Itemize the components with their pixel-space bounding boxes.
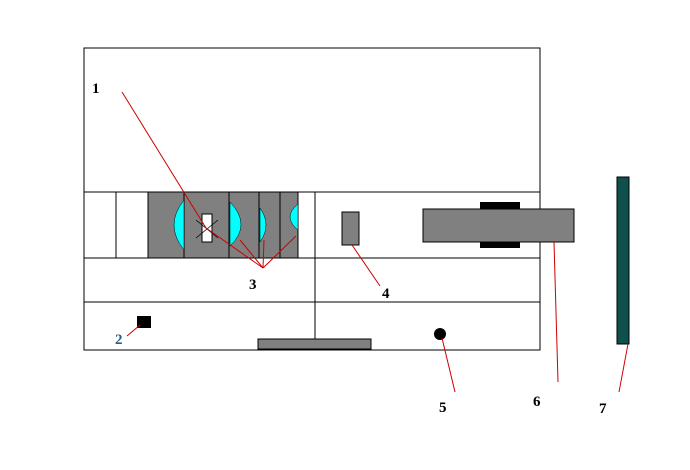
component-4-block [341,211,360,246]
callout-label-1: 1 [92,81,100,97]
lens-element-1 [173,199,185,251]
callout-label-5: 5 [439,400,447,416]
component-6-tube [422,202,575,248]
leader-6 [553,241,559,383]
lens-element-3 [259,207,267,243]
callout-label-7: 7 [599,401,607,417]
leader-3c [262,239,265,269]
callout-label-4: 4 [382,286,390,302]
leader-3a [205,227,264,269]
leader-4 [351,244,381,287]
lens-assembly [147,191,299,259]
base-plate [257,338,372,350]
lens-element-4 [289,203,299,231]
component-5-dot [434,328,446,340]
lens-housing [147,191,299,259]
callout-label-3: 3 [249,277,257,293]
leader-3b [239,239,264,269]
leader-7 [618,343,629,393]
sample-holder [201,213,213,243]
lens-element-2 [229,201,242,247]
callout-label-6: 6 [533,394,541,410]
leader-3d [262,235,297,269]
component-2-square [137,316,151,328]
callout-label-2: 2 [115,332,123,348]
leader-5 [441,337,456,393]
tube-body [422,208,575,243]
component-7-plate [616,176,630,345]
leader-2 [126,324,141,337]
leader-1 [121,91,207,229]
leader-lines [121,91,629,393]
